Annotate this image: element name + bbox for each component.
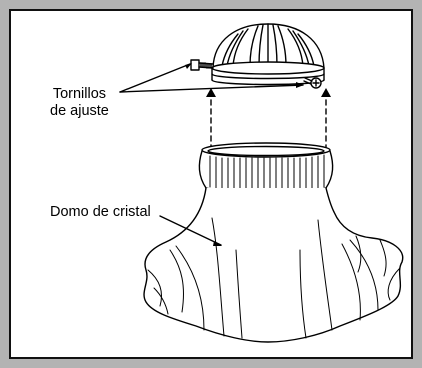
dome-leader-line [159, 215, 222, 246]
screws-leader-lines [119, 63, 304, 93]
top-cap [190, 23, 325, 89]
glass-dome-label: Domo de cristal [50, 204, 151, 220]
glass-dome [143, 142, 404, 343]
screws-label-line1: Tornillos [52, 86, 107, 102]
adjusting-screws-label: Tornillos de ajuste [50, 86, 109, 120]
screws-label-line2: de ajuste [50, 103, 109, 119]
alignment-arrows [206, 88, 331, 151]
